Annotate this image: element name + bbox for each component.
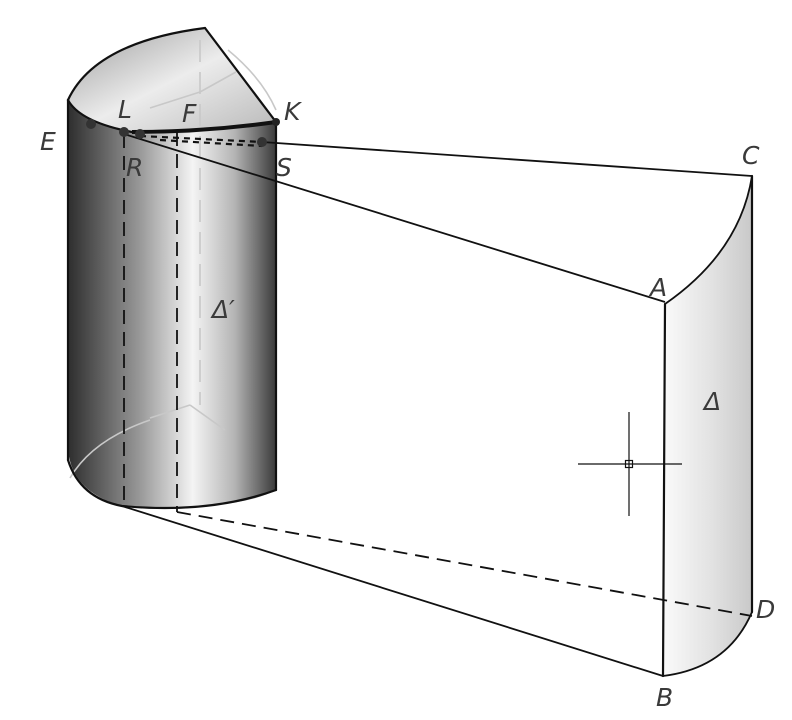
label-L: L (118, 95, 132, 124)
hidden-base-arc (69, 419, 151, 479)
label-delta: Δ (702, 387, 721, 416)
segment-R-S (139, 134, 263, 144)
curve-L-K (131, 120, 277, 134)
right-cylinder-surface (663, 176, 752, 676)
left-cylinder-surface (68, 100, 276, 508)
label-K: K (284, 97, 303, 126)
left-cylinder-base-arc (66, 458, 278, 510)
line-base-D-hidden (176, 511, 753, 617)
right-cylinder-bottom-arc (662, 611, 753, 677)
left-cylinder-top-arc (66, 26, 207, 102)
point-S (257, 137, 267, 147)
label-B: B (656, 683, 673, 712)
axis-line-top-right (199, 71, 237, 93)
point-R (135, 129, 145, 139)
line-base-B (121, 505, 664, 677)
label-S: S (276, 153, 292, 182)
hidden-top-arc (227, 49, 277, 111)
axis-line-bottom-left (149, 404, 191, 419)
line-S-C (261, 141, 753, 177)
point-E (86, 119, 96, 129)
point-L (119, 127, 129, 137)
axis-line-top-left (149, 91, 201, 109)
crosshair-pickbox (624, 459, 634, 469)
label-R: R (126, 153, 143, 182)
label-D: D (756, 595, 775, 624)
axis-line-bottom-right (189, 404, 226, 431)
label-delta-prime: Δ′ (210, 295, 235, 324)
right-cylinder-top-arc (664, 175, 753, 305)
right-cylinder-edge-AB (661, 302, 667, 678)
label-F: F (182, 99, 197, 128)
label-A: A (648, 273, 667, 302)
line-R-A (123, 133, 666, 303)
point-K (272, 118, 280, 126)
label-E: E (40, 127, 56, 156)
left-cylinder-cut-edge (203, 26, 278, 124)
label-C: C (742, 141, 760, 170)
